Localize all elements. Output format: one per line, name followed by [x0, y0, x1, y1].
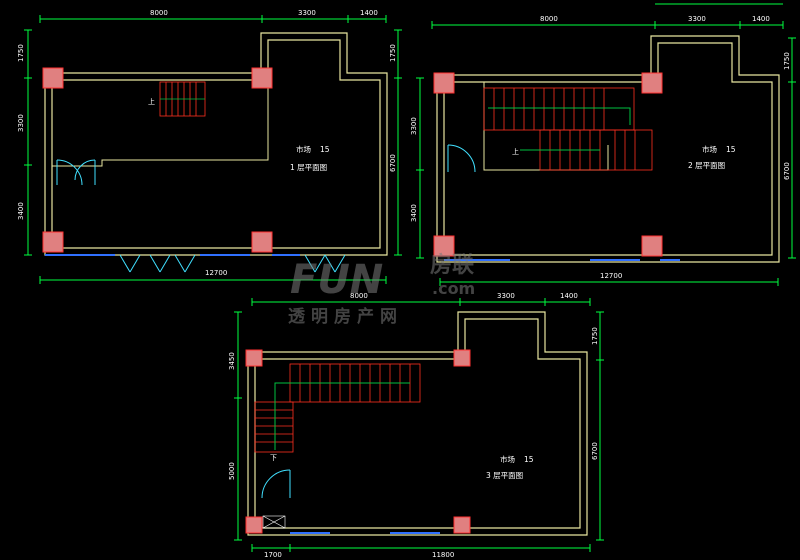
plan-1-outer-wall	[44, 32, 388, 256]
plan-2-stair-arrows	[488, 107, 631, 151]
plan-2-dim-left-2: 3400	[410, 204, 418, 222]
plan-3-dim-bottom-2: 11800	[432, 551, 454, 559]
plan-2-dim-top-1: 8000	[540, 15, 558, 23]
plan-3-dim-left-2: 5000	[228, 462, 236, 480]
plan-2-stair-mark: 上	[512, 147, 519, 156]
plan-2-columns	[433, 72, 663, 257]
plan-3-columns	[245, 349, 471, 534]
floor-plan-1: 上 8000 3300 1400 12700 1750 3300 3400 1	[17, 9, 402, 284]
plan-1-dim-left-3: 3400	[17, 202, 25, 220]
plan-3-inner-wall	[254, 318, 581, 529]
plan-2-room-name: 市场	[702, 144, 717, 154]
plan-2-dim-top-2: 3300	[688, 15, 706, 23]
plan-3-dim-bottom-1: 1700	[264, 551, 282, 559]
plan-3-dim-right-1: 1750	[591, 327, 599, 345]
plan-2-dim-left-1: 3300	[410, 117, 418, 135]
watermark-tagline: 透明房产网	[288, 306, 403, 327]
plan-3-room-name: 市场	[500, 454, 515, 464]
watermark: FUN 房联 .com 透明房产网	[288, 252, 475, 327]
plan-3-dim-top-2: 3300	[497, 292, 515, 300]
watermark-brand-latin: FUN	[290, 257, 383, 303]
plan-2-outer-wall	[436, 35, 780, 263]
floor-plan-2: 上 8000 3300 1400 12700 3300 3400 1750 67…	[410, 3, 796, 286]
plan-2-inner-wall	[443, 42, 773, 256]
plan-1-dim-top-1: 8000	[150, 9, 168, 17]
plan-3-dim-left-1: 3450	[228, 352, 236, 370]
plan-3-fixture	[262, 515, 286, 529]
plan-1-stair-mark: 上	[148, 97, 155, 106]
plan-3-side-door	[261, 469, 291, 499]
floor-plan-3: 下 8000 3300 1400 1700 11800 3450 5000 17…	[228, 292, 604, 559]
plan-3-stair-arrows	[274, 382, 410, 450]
plan-3-stair	[254, 363, 421, 453]
plan-3-stair-mark: 下	[270, 454, 277, 462]
plan-3-room-number: 15	[524, 455, 534, 464]
plan-3-dimension-lines	[234, 298, 604, 552]
plan-2-dim-top-3: 1400	[752, 15, 770, 23]
watermark-brand-cjk: 房联	[430, 252, 474, 278]
plan-2-partition-wall	[483, 82, 609, 171]
plan-1-dim-left-2: 3300	[17, 114, 25, 132]
plan-3-dim-top-3: 1400	[560, 292, 578, 300]
plan-1-room-number: 15	[320, 145, 330, 154]
plan-1-floor-label: 1 层平面图	[290, 163, 327, 172]
plan-2-floor-label: 2 层平面图	[688, 161, 725, 170]
plan-2-side-door	[447, 144, 476, 173]
plan-2-room-number: 15	[726, 145, 736, 154]
plan-2-dim-right-1: 1750	[783, 52, 791, 70]
plan-1-entrance-doors	[119, 254, 346, 273]
plan-1-dim-left-1: 1750	[17, 44, 25, 62]
plan-1-stair	[159, 81, 206, 117]
plan-1-side-door	[56, 159, 96, 186]
plan-1-inner-wall	[51, 39, 381, 249]
plan-1-dim-right-2: 6700	[389, 154, 397, 172]
plan-2-stair	[483, 87, 653, 171]
plan-2-dim-bottom: 12700	[600, 272, 622, 280]
plan-1-room-name: 市场	[296, 144, 311, 154]
watermark-domain: .com	[432, 279, 475, 298]
plan-3-dim-right-2: 6700	[591, 442, 599, 460]
plan-3-outer-wall	[247, 311, 588, 536]
plan-1-partition-wall	[52, 80, 269, 167]
plan-1-columns	[42, 67, 273, 253]
plan-1-dim-bottom: 12700	[205, 269, 227, 277]
plan-1-dim-top-2: 3300	[298, 9, 316, 17]
plan-2-dim-right-2: 6700	[783, 162, 791, 180]
plan-1-dim-right-1: 1750	[389, 44, 397, 62]
plan-1-dim-top-3: 1400	[360, 9, 378, 17]
plan-3-floor-label: 3 层平面图	[486, 471, 523, 480]
plan-1-dimension-lines	[24, 15, 402, 284]
plan-3-dim-top-1: 8000	[350, 292, 368, 300]
plan-2-dimension-lines	[416, 3, 796, 286]
